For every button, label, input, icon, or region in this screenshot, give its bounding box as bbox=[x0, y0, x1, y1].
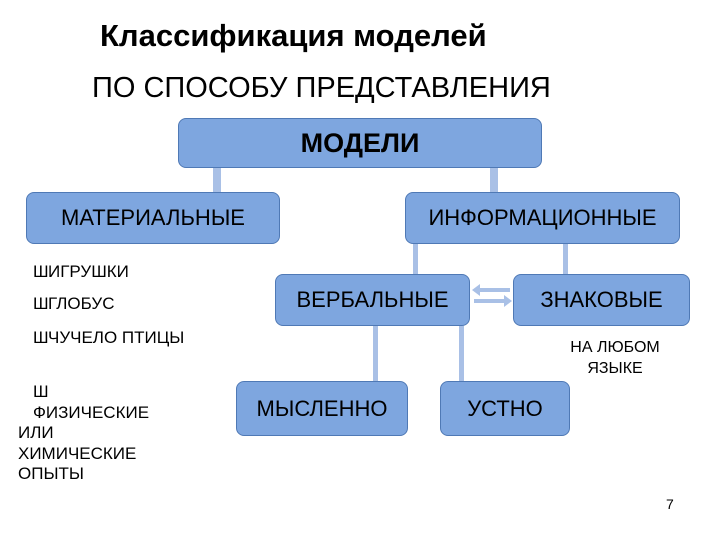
mental-node: МЫСЛЕННО bbox=[236, 381, 408, 436]
connector-verbal-mental bbox=[373, 326, 378, 382]
informational-node: ИНФОРМАЦИОННЫЕ bbox=[405, 192, 680, 244]
list-item-text: ГЛОБУС bbox=[48, 294, 115, 313]
verbal-node-label: ВЕРБАЛЬНЫЕ bbox=[296, 287, 449, 312]
material-node: МАТЕРИАЛЬНЫЕ bbox=[26, 192, 280, 244]
page-number: 7 bbox=[666, 496, 674, 512]
connector-info-verbal bbox=[413, 244, 418, 275]
bidirectional-arrow-icon bbox=[472, 284, 512, 307]
list-item-text: ИГРУШКИ bbox=[48, 262, 129, 281]
models-node: МОДЕЛИ bbox=[178, 118, 542, 168]
models-node-label: МОДЕЛИ bbox=[300, 127, 420, 158]
slide-subtitle: ПО СПОСОБУ ПРЕДСТАВЛЕНИЯ bbox=[92, 72, 551, 104]
slide-title: Классификация моделей bbox=[100, 18, 487, 53]
connector-info-sign bbox=[563, 244, 568, 275]
material-node-label: МАТЕРИАЛЬНЫЕ bbox=[61, 205, 245, 230]
bullet-icon: Ш bbox=[33, 328, 49, 347]
list-item: ШГЛОБУС bbox=[33, 294, 114, 314]
bullet-icon: Ш bbox=[33, 262, 49, 281]
bullet-icon: Ш bbox=[33, 294, 49, 313]
connector-models-material bbox=[213, 168, 221, 193]
connector-verbal-oral bbox=[459, 326, 464, 382]
sign-note: НА ЛЮБОМ ЯЗЫКЕ bbox=[570, 339, 660, 377]
bullet-icon: Ш bbox=[33, 382, 49, 402]
connector-models-info bbox=[490, 168, 498, 193]
sign-node-label: ЗНАКОВЫЕ bbox=[540, 287, 663, 312]
list-item-text: ЧУЧЕЛО ПТИЦЫ bbox=[48, 328, 185, 347]
verbal-node: ВЕРБАЛЬНЫЕ bbox=[275, 274, 470, 326]
oral-node-label: УСТНО bbox=[467, 395, 543, 421]
mental-node-label: МЫСЛЕННО bbox=[256, 395, 388, 421]
list-item: ШФИЗИЧЕСКИЕ ИЛИ ХИМИЧЕСКИЕ ОПЫТЫ bbox=[18, 362, 149, 484]
list-item: ШЧУЧЕЛО ПТИЦЫ bbox=[33, 328, 184, 348]
sign-node: ЗНАКОВЫЕ bbox=[513, 274, 690, 326]
informational-node-label: ИНФОРМАЦИОННЫЕ bbox=[428, 205, 657, 230]
list-item: ШИГРУШКИ bbox=[33, 262, 129, 282]
oral-node: УСТНО bbox=[440, 381, 570, 436]
list-item-text: ФИЗИЧЕСКИЕ ИЛИ ХИМИЧЕСКИЕ ОПЫТЫ bbox=[18, 402, 150, 483]
